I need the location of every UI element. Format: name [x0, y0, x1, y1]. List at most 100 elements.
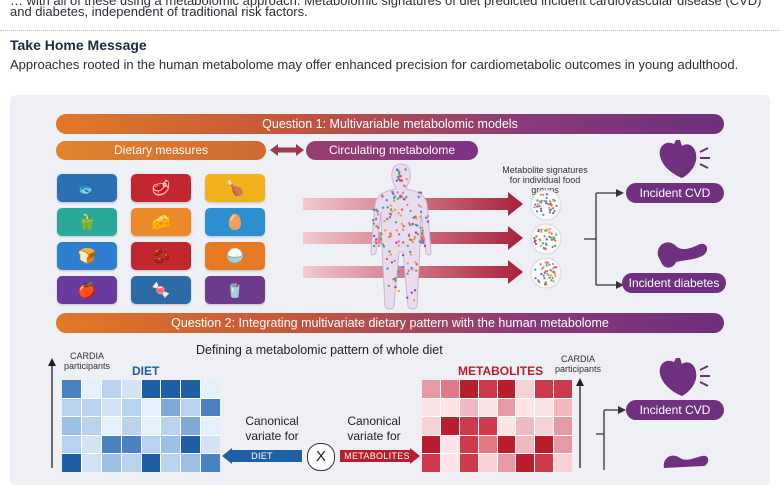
- pancreas-icon: [657, 242, 708, 268]
- metabolite-dot: [398, 170, 401, 174]
- metabolite-dot: [409, 253, 413, 256]
- signature-dot: [543, 235, 546, 238]
- metabolite-dot: [405, 178, 408, 181]
- heatmap-cell: [516, 417, 535, 435]
- signature-dot: [553, 265, 557, 269]
- signature-dot: [551, 262, 555, 266]
- heatmap-cell: [440, 435, 459, 453]
- signature-dot: [544, 247, 547, 251]
- signature-dot: [548, 276, 551, 279]
- signature-dot: [537, 229, 540, 233]
- heatmap-cell: [62, 417, 81, 435]
- heatmap-cell: [497, 398, 516, 416]
- fruit-icon: 🍎: [57, 276, 117, 304]
- heatmap-cell: [459, 417, 478, 435]
- poultry-icon: 🍗: [205, 174, 265, 202]
- signature-dot: [545, 238, 548, 241]
- metabolites-heatmap: [422, 380, 572, 472]
- metabolite-dot: [413, 238, 416, 241]
- heatmap-cell: [201, 380, 220, 398]
- metabolite-dot: [424, 216, 428, 219]
- heatmap-cell: [535, 435, 554, 453]
- metabolite-dot: [415, 263, 418, 266]
- signature-dot: [550, 238, 554, 241]
- heatmap-cell: [440, 398, 459, 416]
- metabolite-dot: [406, 203, 409, 207]
- signature-dot: [545, 200, 548, 203]
- metabolite-dot: [399, 175, 403, 178]
- grains-icon: 🍚: [205, 242, 265, 270]
- heatmap-cell: [497, 435, 516, 453]
- metabolite-dot: [393, 259, 396, 263]
- heatmap-cell: [161, 435, 181, 453]
- signature-dot: [542, 247, 545, 250]
- outcome-cvd-2: Incident CVD: [626, 400, 724, 420]
- metabolite-dot: [419, 215, 422, 219]
- canonical-variate-diet-label: Canonical variate for: [245, 414, 299, 443]
- heatmap-cell: [141, 417, 161, 435]
- metabolite-dot: [426, 220, 430, 223]
- heatmap-cell: [516, 435, 535, 453]
- metabolite-dot: [374, 208, 378, 212]
- signature-dot: [548, 211, 552, 214]
- signature-dot: [537, 203, 540, 206]
- signature-dot: [535, 210, 539, 213]
- heatmap-cell: [161, 417, 181, 435]
- metabolite-dot: [388, 250, 391, 253]
- signature-dot: [552, 211, 555, 215]
- human-body-figure: [370, 163, 432, 310]
- heatmap-cell: [422, 398, 440, 416]
- dietary-measures-pill: Dietary measures: [56, 141, 266, 160]
- heatmap-cell: [478, 454, 497, 472]
- heatmap-cell: [535, 454, 554, 472]
- signature-dot: [551, 207, 555, 210]
- metabolite-dot: [406, 296, 409, 299]
- heatmap-cell: [161, 398, 181, 416]
- metabolite-dot: [390, 261, 394, 264]
- signature-dot: [536, 199, 539, 202]
- heatmap-cell: [478, 435, 497, 453]
- metabolite-dot: [419, 205, 423, 208]
- heatmap-cell: [201, 417, 220, 435]
- signature-dot: [539, 193, 542, 196]
- metabolite-dot: [386, 217, 389, 221]
- heatmap-cell: [497, 380, 516, 398]
- heatmap-cell: [101, 435, 121, 453]
- metabolite-dot: [392, 196, 396, 199]
- metabolite-dot: [394, 285, 397, 289]
- signature-dot: [544, 202, 548, 205]
- metabolite-dot: [401, 265, 405, 269]
- signature-dot: [554, 272, 557, 275]
- heatmap-cell: [141, 435, 161, 453]
- metabolite-dot: [397, 211, 400, 215]
- vegetable-icon: 🫑: [57, 208, 117, 236]
- signature-dot: [534, 242, 538, 246]
- metabolite-dot: [394, 277, 397, 280]
- metabolite-dot: [375, 238, 378, 241]
- metabolite-dot: [396, 197, 400, 200]
- intro-line-1: … with all of these using a metabolomic …: [10, 0, 762, 8]
- metabolite-dot: [422, 237, 426, 241]
- heatmap-cell: [422, 435, 440, 453]
- metabolite-dot: [380, 194, 384, 197]
- metabolite-dot: [375, 225, 378, 228]
- signature-dot: [535, 235, 538, 238]
- signature-dot: [548, 235, 551, 239]
- heatmap-cell: [101, 454, 121, 472]
- signature-dot: [539, 207, 543, 210]
- signature-dot: [549, 268, 552, 272]
- metabolite-dot: [403, 184, 406, 188]
- signature-dot: [541, 242, 544, 245]
- heatmap-cell: [201, 398, 220, 416]
- signature-dot: [554, 274, 557, 277]
- signature-dot: [546, 270, 549, 273]
- metabolite-dot: [377, 213, 380, 216]
- metabolite-dot: [419, 226, 422, 229]
- signature-dot: [546, 261, 549, 264]
- signature-dot: [552, 238, 555, 241]
- signature-dot: [537, 280, 540, 283]
- heatmap-cell: [121, 398, 141, 416]
- metabolite-dot: [404, 168, 407, 171]
- metabolite-dot: [411, 268, 414, 271]
- fish-icon: 🐟: [57, 174, 117, 202]
